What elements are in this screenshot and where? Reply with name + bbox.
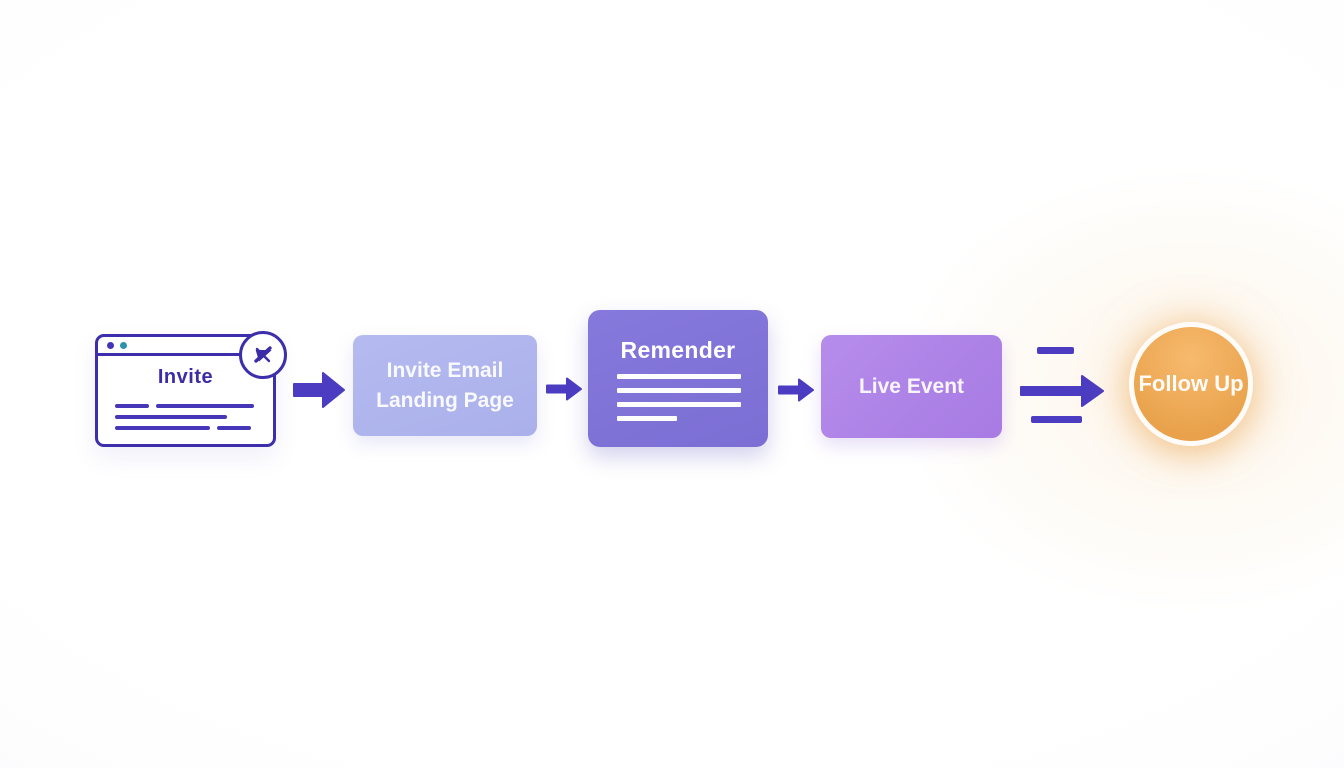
step-invite-window: Invite bbox=[95, 331, 287, 447]
step-label-line: Landing Page bbox=[376, 388, 514, 412]
arrow-right-icon bbox=[293, 372, 345, 408]
arrow-right-icon bbox=[778, 378, 814, 402]
text-line bbox=[115, 426, 257, 430]
send-badge bbox=[239, 331, 287, 379]
text-line bbox=[115, 404, 257, 408]
arrow-right-icon bbox=[1020, 375, 1104, 407]
text-line bbox=[617, 374, 741, 379]
step-live-event-label: Live Event bbox=[858, 374, 965, 398]
text-line bbox=[115, 415, 257, 419]
step-label-line: Invite Email bbox=[386, 358, 504, 382]
text-line bbox=[617, 402, 741, 407]
window-dot-icon bbox=[107, 341, 114, 349]
reminder-text-lines bbox=[617, 374, 741, 430]
invite-text-lines bbox=[115, 404, 257, 437]
step-invite-email-landing-page: Invite Email Landing Page bbox=[353, 335, 537, 436]
speed-line bbox=[1031, 416, 1082, 423]
step-invite-label: Invite bbox=[157, 366, 214, 388]
text-line bbox=[617, 416, 677, 421]
window-dot-icon bbox=[120, 341, 127, 349]
step-live-event: Live Event bbox=[821, 335, 1002, 438]
step-reminder-label: Remender bbox=[620, 337, 736, 363]
speed-line bbox=[1037, 347, 1074, 354]
invite-window-titlebar bbox=[98, 337, 273, 356]
step-follow-up-label: Follow Up bbox=[1138, 371, 1244, 396]
paper-plane-icon bbox=[254, 346, 272, 363]
text-line bbox=[617, 388, 741, 393]
step-follow-up: Follow Up bbox=[1129, 322, 1253, 446]
step-reminder: Remender bbox=[588, 310, 768, 447]
arrow-right-icon bbox=[546, 377, 582, 401]
